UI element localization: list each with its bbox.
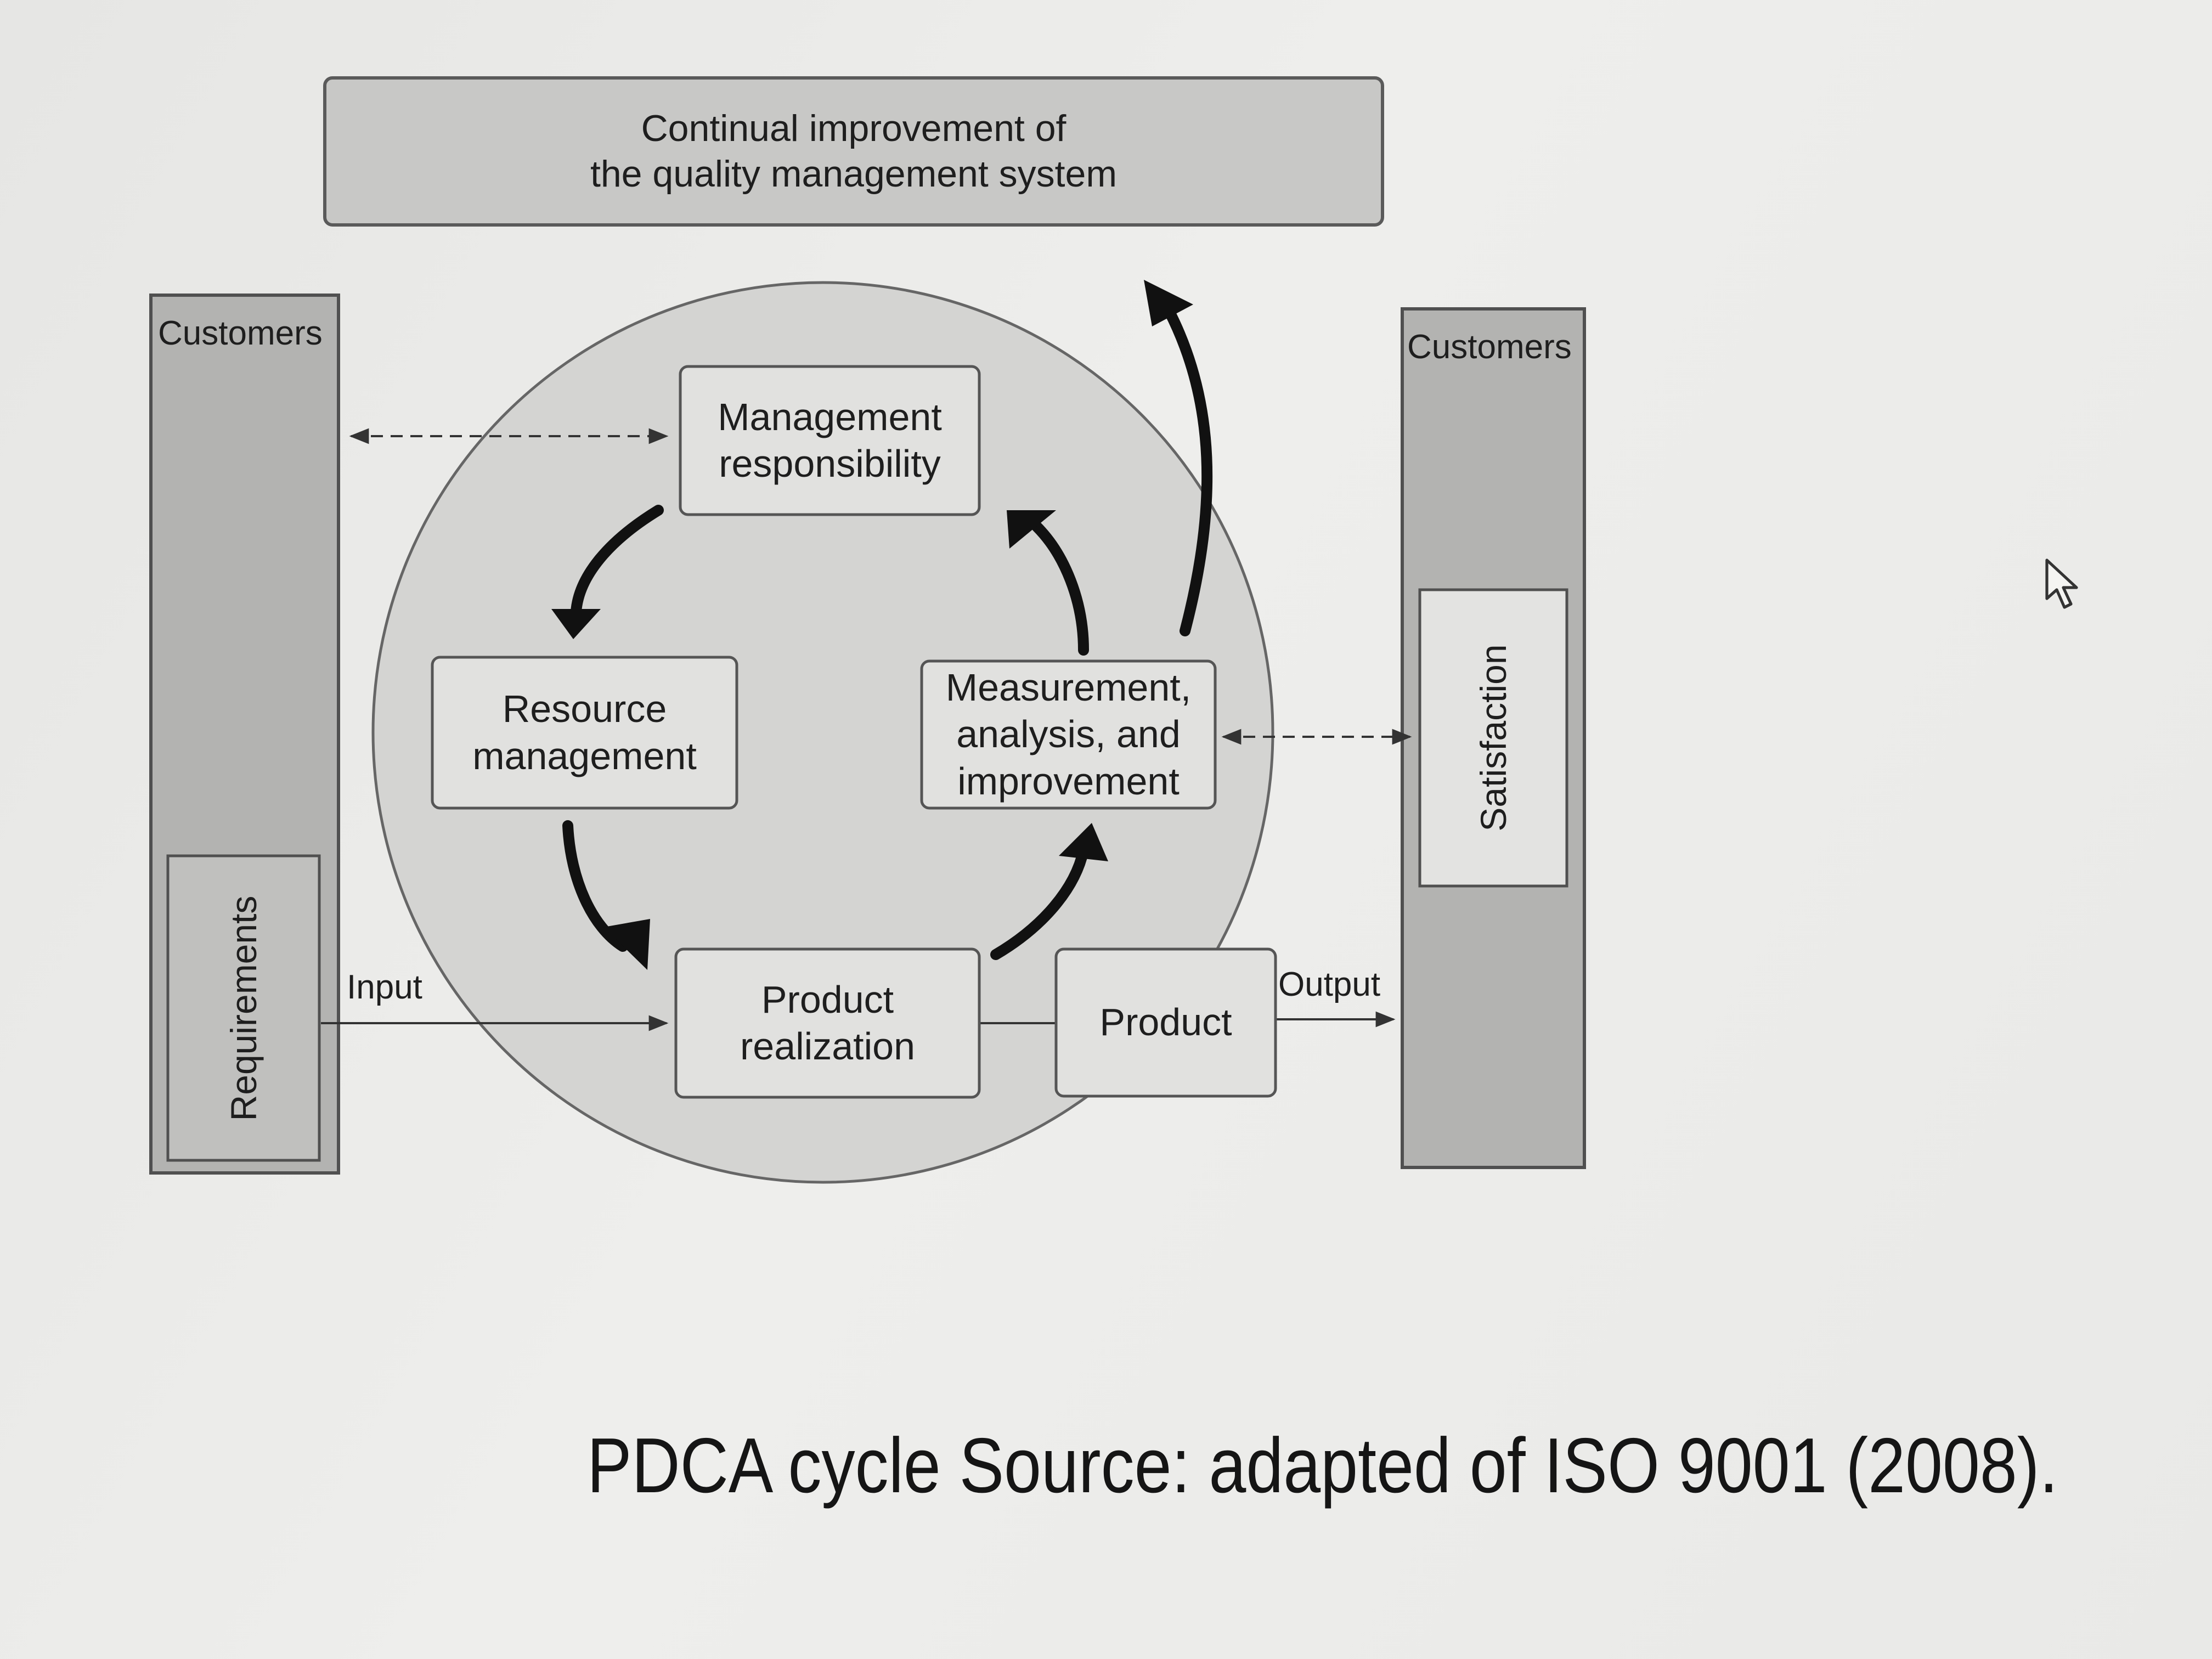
realization-label: Product realization: [740, 978, 916, 1068]
arrow-realization-to-measurement: [990, 845, 1089, 960]
resource-box: [431, 656, 738, 810]
measurement-box: [920, 659, 1217, 810]
arrow-resource-to-realization: [562, 820, 628, 952]
output-label: Output: [1278, 966, 1381, 1004]
input-label: Input: [347, 968, 422, 1007]
arrowhead-continual-improvement: [1144, 280, 1193, 326]
product-label: Product: [1099, 1001, 1232, 1044]
satisfaction-box: [1418, 588, 1568, 888]
arrowhead-management: [1007, 510, 1056, 549]
arrowhead-resource: [551, 609, 601, 639]
measurement-label: Measurement, analysis, and improvement: [945, 665, 1192, 803]
arrow-to-continual-improvement: [1163, 304, 1213, 636]
arrowhead-measurement: [1059, 823, 1108, 861]
continual-improvement-label: Continual improvement of the quality man…: [590, 108, 1118, 195]
requirements-label: Requirements: [223, 895, 264, 1121]
cycle-arrows: [562, 304, 1213, 960]
arrow-management-to-resource: [571, 505, 664, 617]
realization-box: [674, 947, 981, 1099]
product-box: [1054, 947, 1277, 1098]
arrow-measurement-to-management: [1031, 521, 1089, 656]
resource-label: Resource management: [472, 687, 697, 777]
arrowhead-realization: [603, 919, 650, 970]
continual-improvement-box: [323, 76, 1384, 227]
figure-caption: PDCA cycle Source: adapted of ISO 9001 (…: [587, 1422, 2058, 1509]
management-label: Management responsibility: [718, 395, 942, 485]
satisfaction-label: Satisfaction: [1473, 644, 1514, 832]
requirements-box: [166, 854, 321, 1162]
management-box: [679, 365, 981, 516]
left-customers-header: Customers: [158, 314, 323, 352]
mouse-pointer-icon: [2045, 558, 2078, 609]
cycle-arrowheads: [551, 280, 1193, 970]
right-customers-header: Customers: [1407, 328, 1572, 366]
